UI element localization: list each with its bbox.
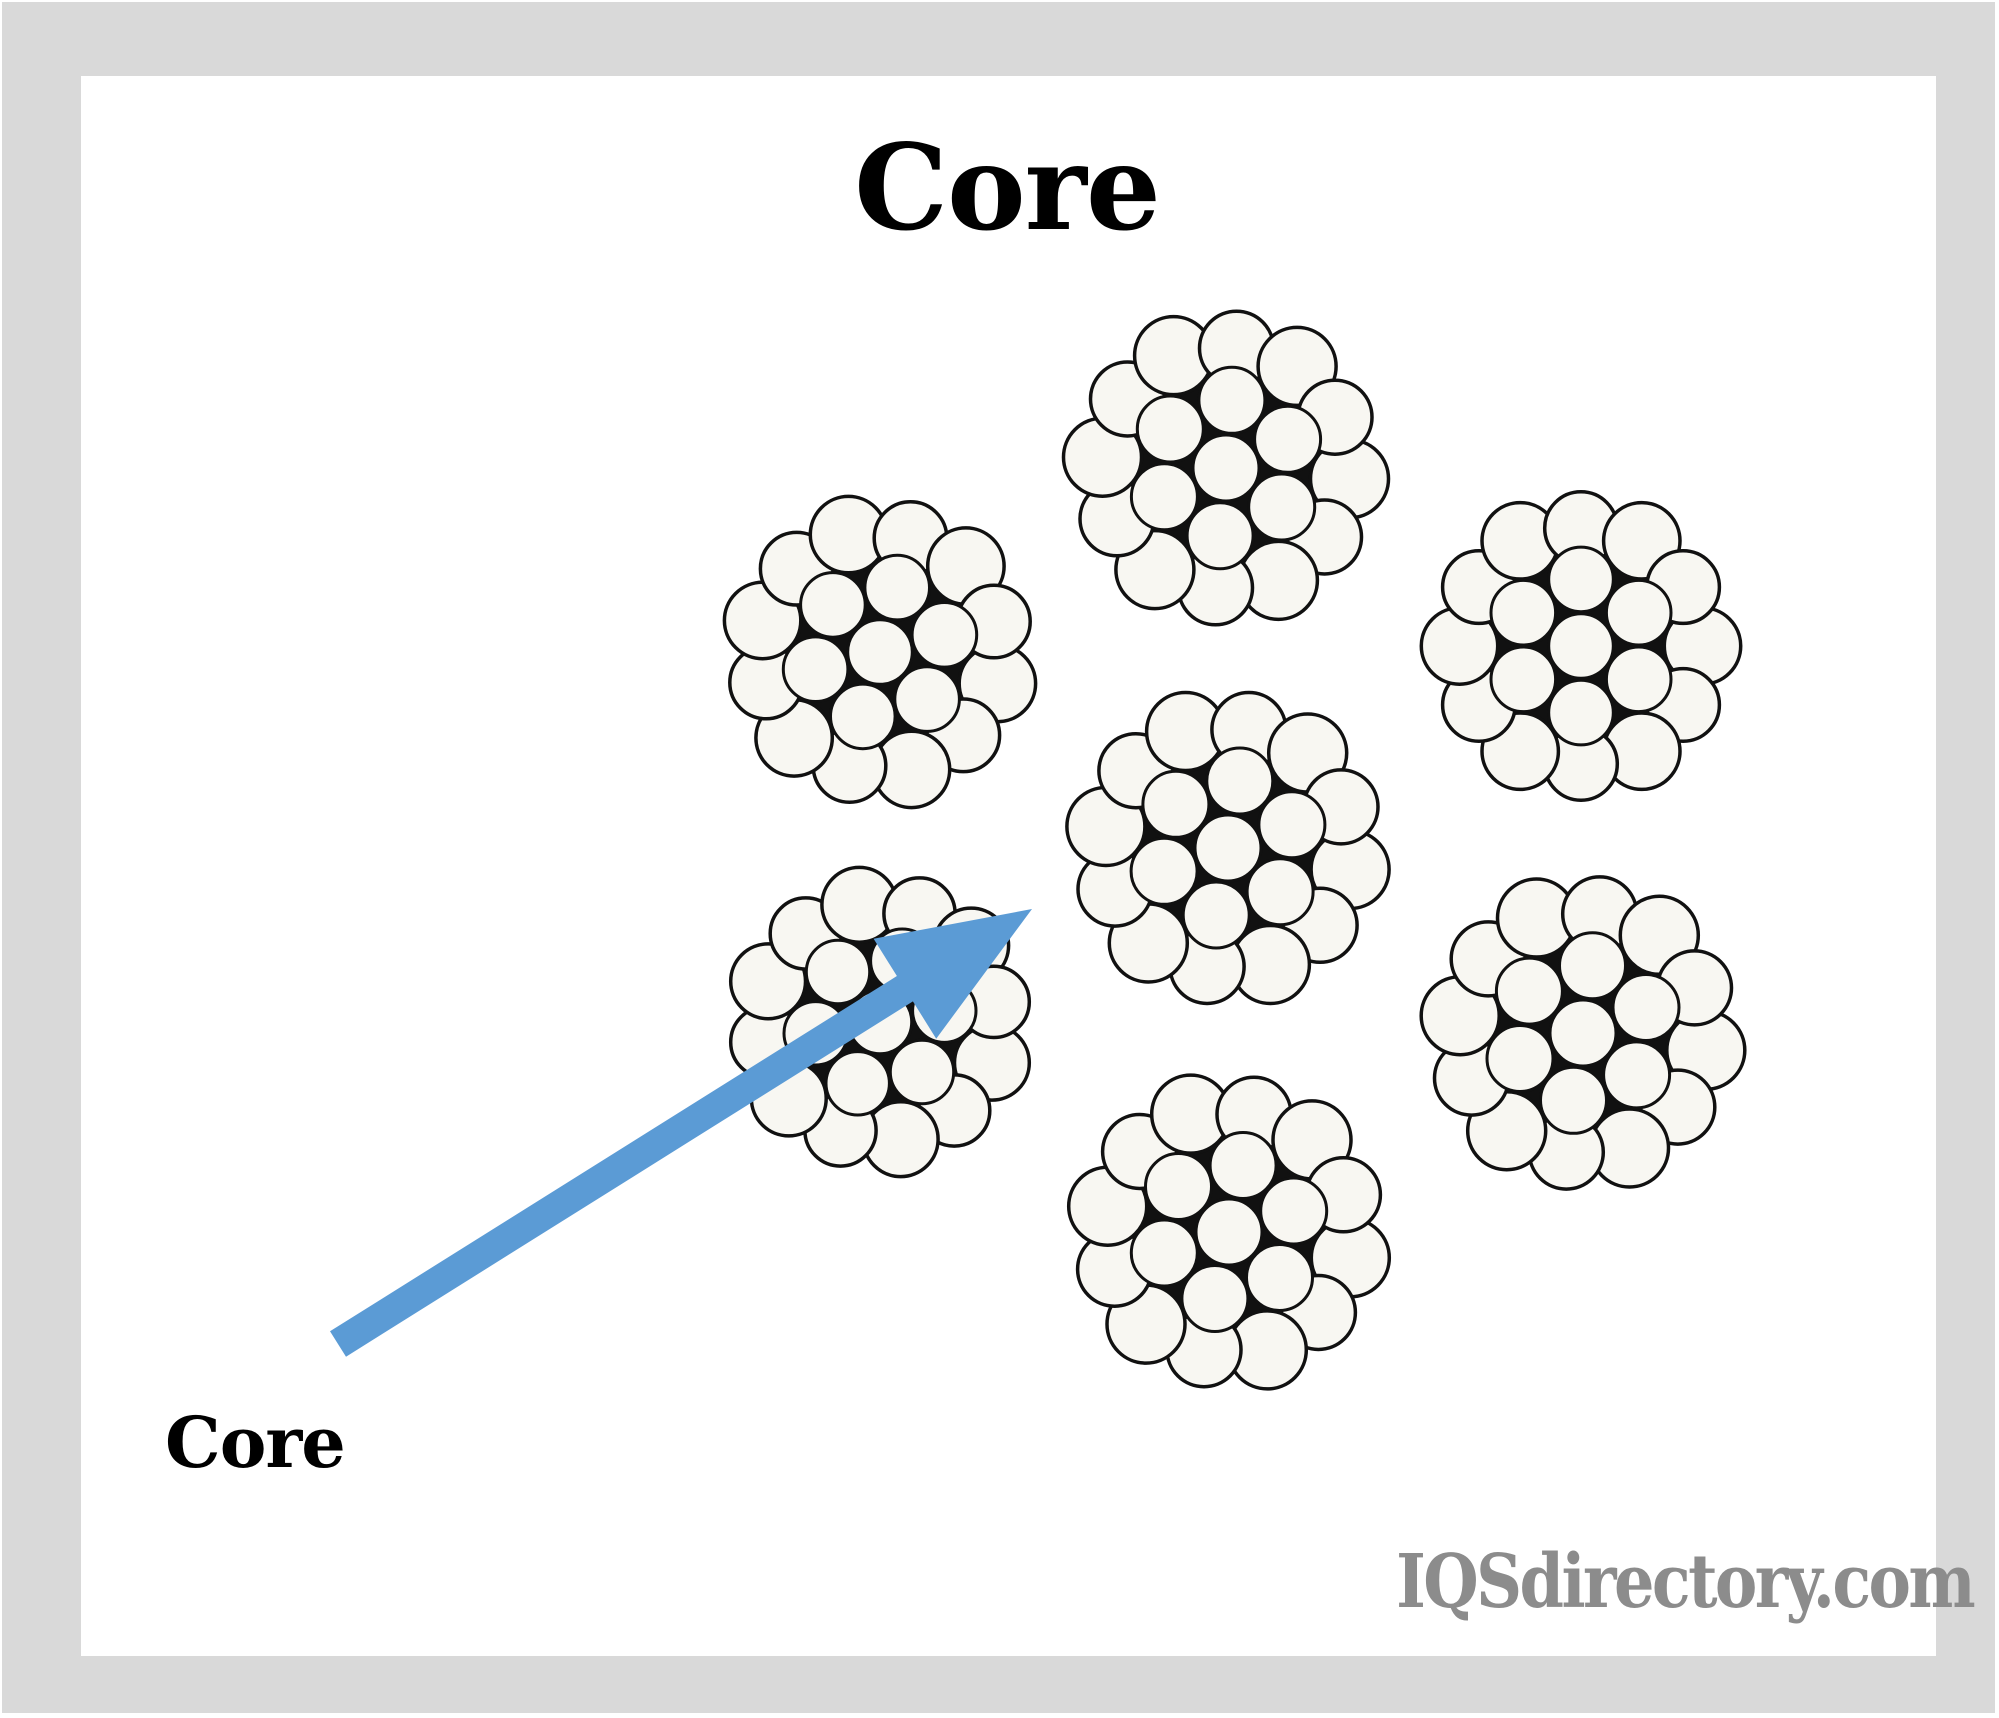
rope-strands [722, 309, 1747, 1391]
bottom-strand [1066, 1073, 1392, 1391]
diagram-panel [81, 76, 1936, 1656]
watermark-logo: IQSdirectory.com [1396, 1539, 1976, 1625]
core-callout-label: Core [165, 1401, 346, 1484]
arrow-icon [330, 909, 1032, 1357]
upper-right-strand [1419, 490, 1743, 802]
core-strand [1065, 690, 1391, 1006]
diagram-title: Core [854, 118, 1161, 257]
top-strand [1061, 309, 1391, 627]
lower-right-strand [1419, 875, 1747, 1191]
core-pointer-arrow [330, 909, 1032, 1357]
upper-left-strand [722, 494, 1038, 810]
